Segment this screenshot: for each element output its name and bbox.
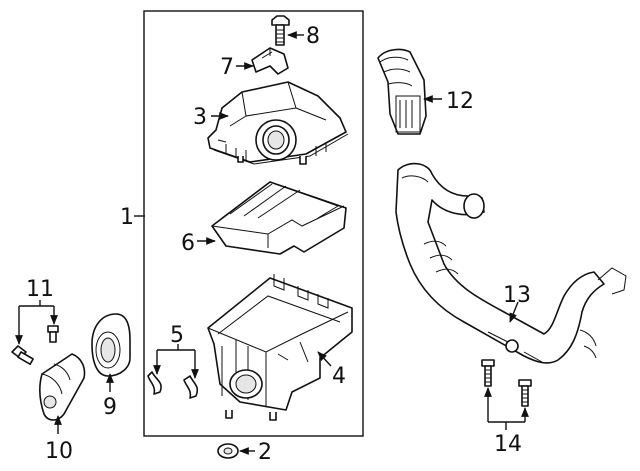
leader-4 xyxy=(317,351,332,367)
leader-5 xyxy=(157,344,195,374)
callout-10: 10 xyxy=(45,439,73,464)
callout-1: 1 xyxy=(120,205,134,230)
part-6-filter xyxy=(211,181,347,255)
part-3-cover xyxy=(207,81,349,165)
leader-11 xyxy=(19,300,54,307)
callout-7: 7 xyxy=(220,55,234,80)
callout-5: 5 xyxy=(170,323,184,348)
assembly-box xyxy=(143,10,364,437)
leader-13 xyxy=(509,301,519,323)
callout-13: 13 xyxy=(503,283,531,308)
callout-12: 12 xyxy=(446,89,474,114)
part-11-bolts xyxy=(11,325,59,365)
leader-14 xyxy=(488,421,525,430)
part-7-bracket xyxy=(251,47,289,75)
part-8-bolt xyxy=(271,15,290,46)
part-9-coupler xyxy=(91,313,131,377)
part-5-clips xyxy=(147,371,199,399)
part-2-grommet xyxy=(217,443,239,459)
callout-6: 6 xyxy=(181,231,195,256)
callout-9: 9 xyxy=(103,395,117,420)
part-4-housing xyxy=(207,274,353,421)
callout-2: 2 xyxy=(258,440,272,465)
part-10-tube xyxy=(39,353,86,421)
part-12-hose xyxy=(377,48,427,135)
part-13-duct xyxy=(395,162,627,364)
callout-14: 14 xyxy=(494,432,522,457)
callout-8: 8 xyxy=(306,24,320,49)
part-14-bolts xyxy=(481,359,532,407)
callout-4: 4 xyxy=(332,364,346,389)
callout-3: 3 xyxy=(193,105,207,130)
callout-11: 11 xyxy=(26,277,54,302)
